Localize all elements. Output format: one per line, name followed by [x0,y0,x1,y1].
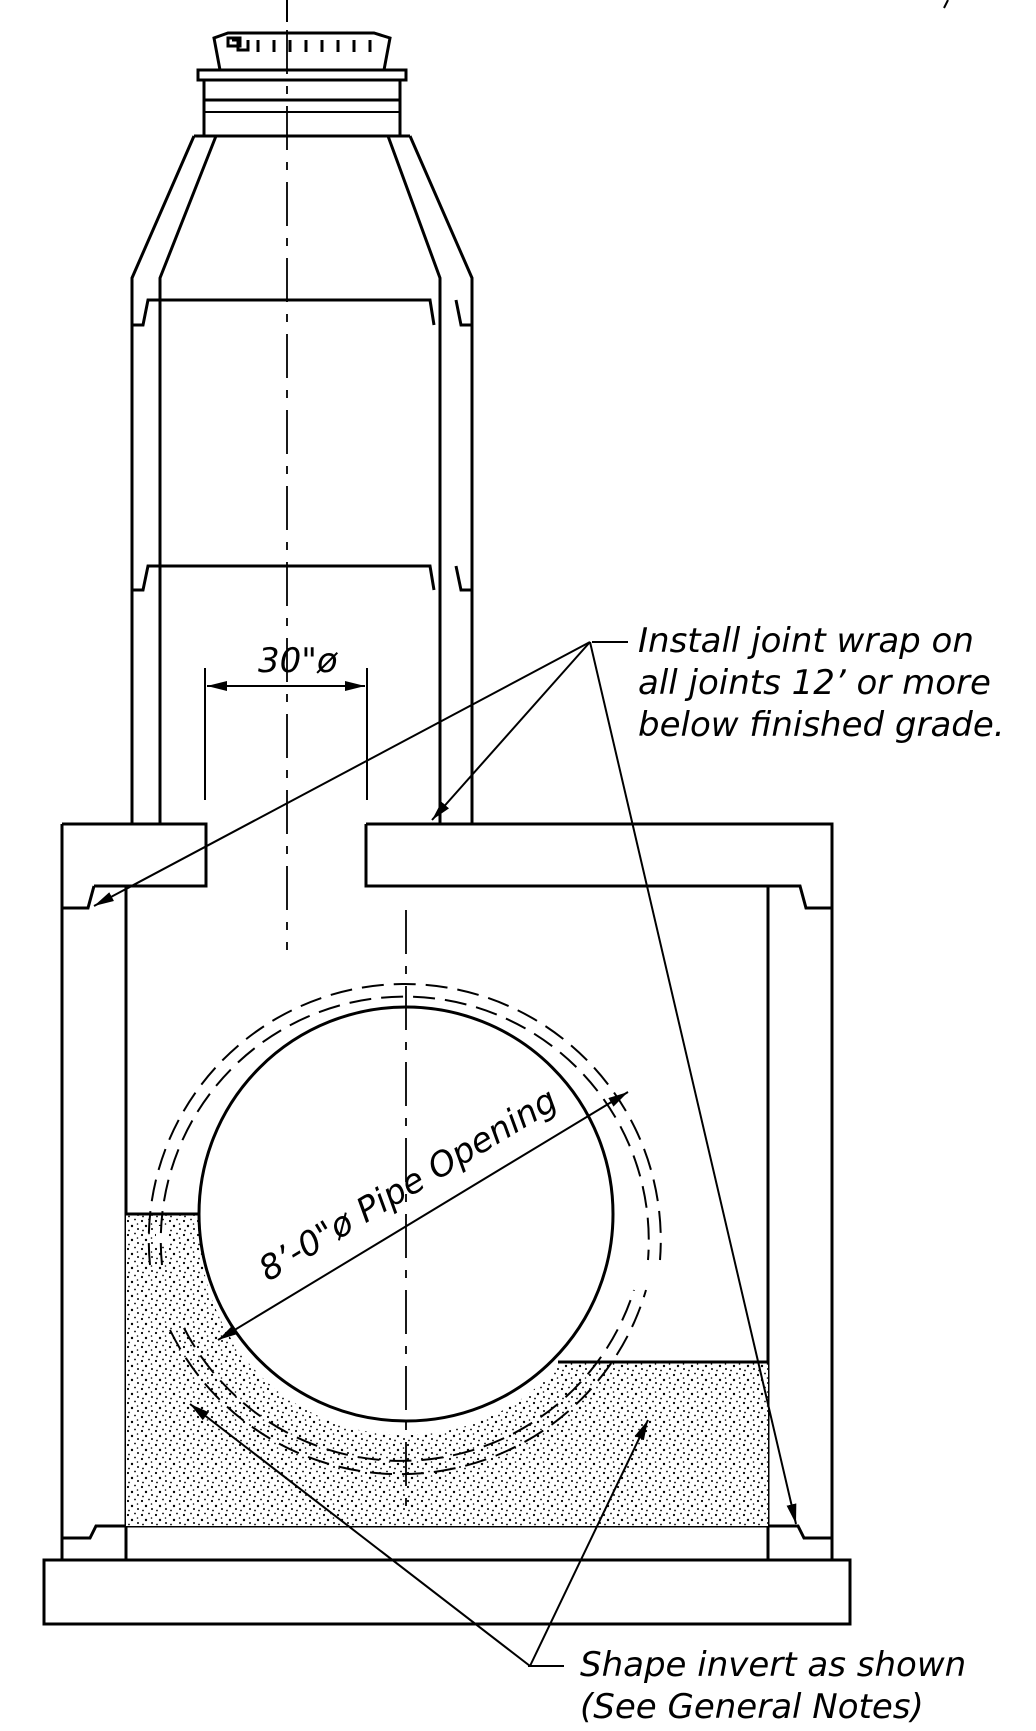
invert-note-line-1: Shape invert as shown [580,1645,966,1685]
cone-section [130,134,474,824]
invert-bench [126,1212,768,1526]
joint-wrap-note-line-1: Install joint wrap on [638,621,974,661]
centerlines [286,30,407,1518]
corner-mark [943,0,949,9]
riser-sections [132,298,472,592]
riser-diameter-dimension [204,668,368,800]
invert-note-line-2: (See General Notes) [580,1687,924,1727]
frame-and-cover [196,0,408,138]
joint-wrap-note-line-2: all joints 12’ or more [638,663,991,703]
base-slab [42,1558,852,1626]
riser-diameter-label: 30"ø [258,641,339,681]
joint-wrap-note-line-3: below finished grade. [638,705,1005,745]
pipe-opening-dimension [217,1091,629,1341]
joint-wrap-leaders [93,641,797,1525]
pipe-opening-label: 8’-0"ø Pipe Opening [252,1080,564,1290]
invert-leaders [189,1403,649,1667]
